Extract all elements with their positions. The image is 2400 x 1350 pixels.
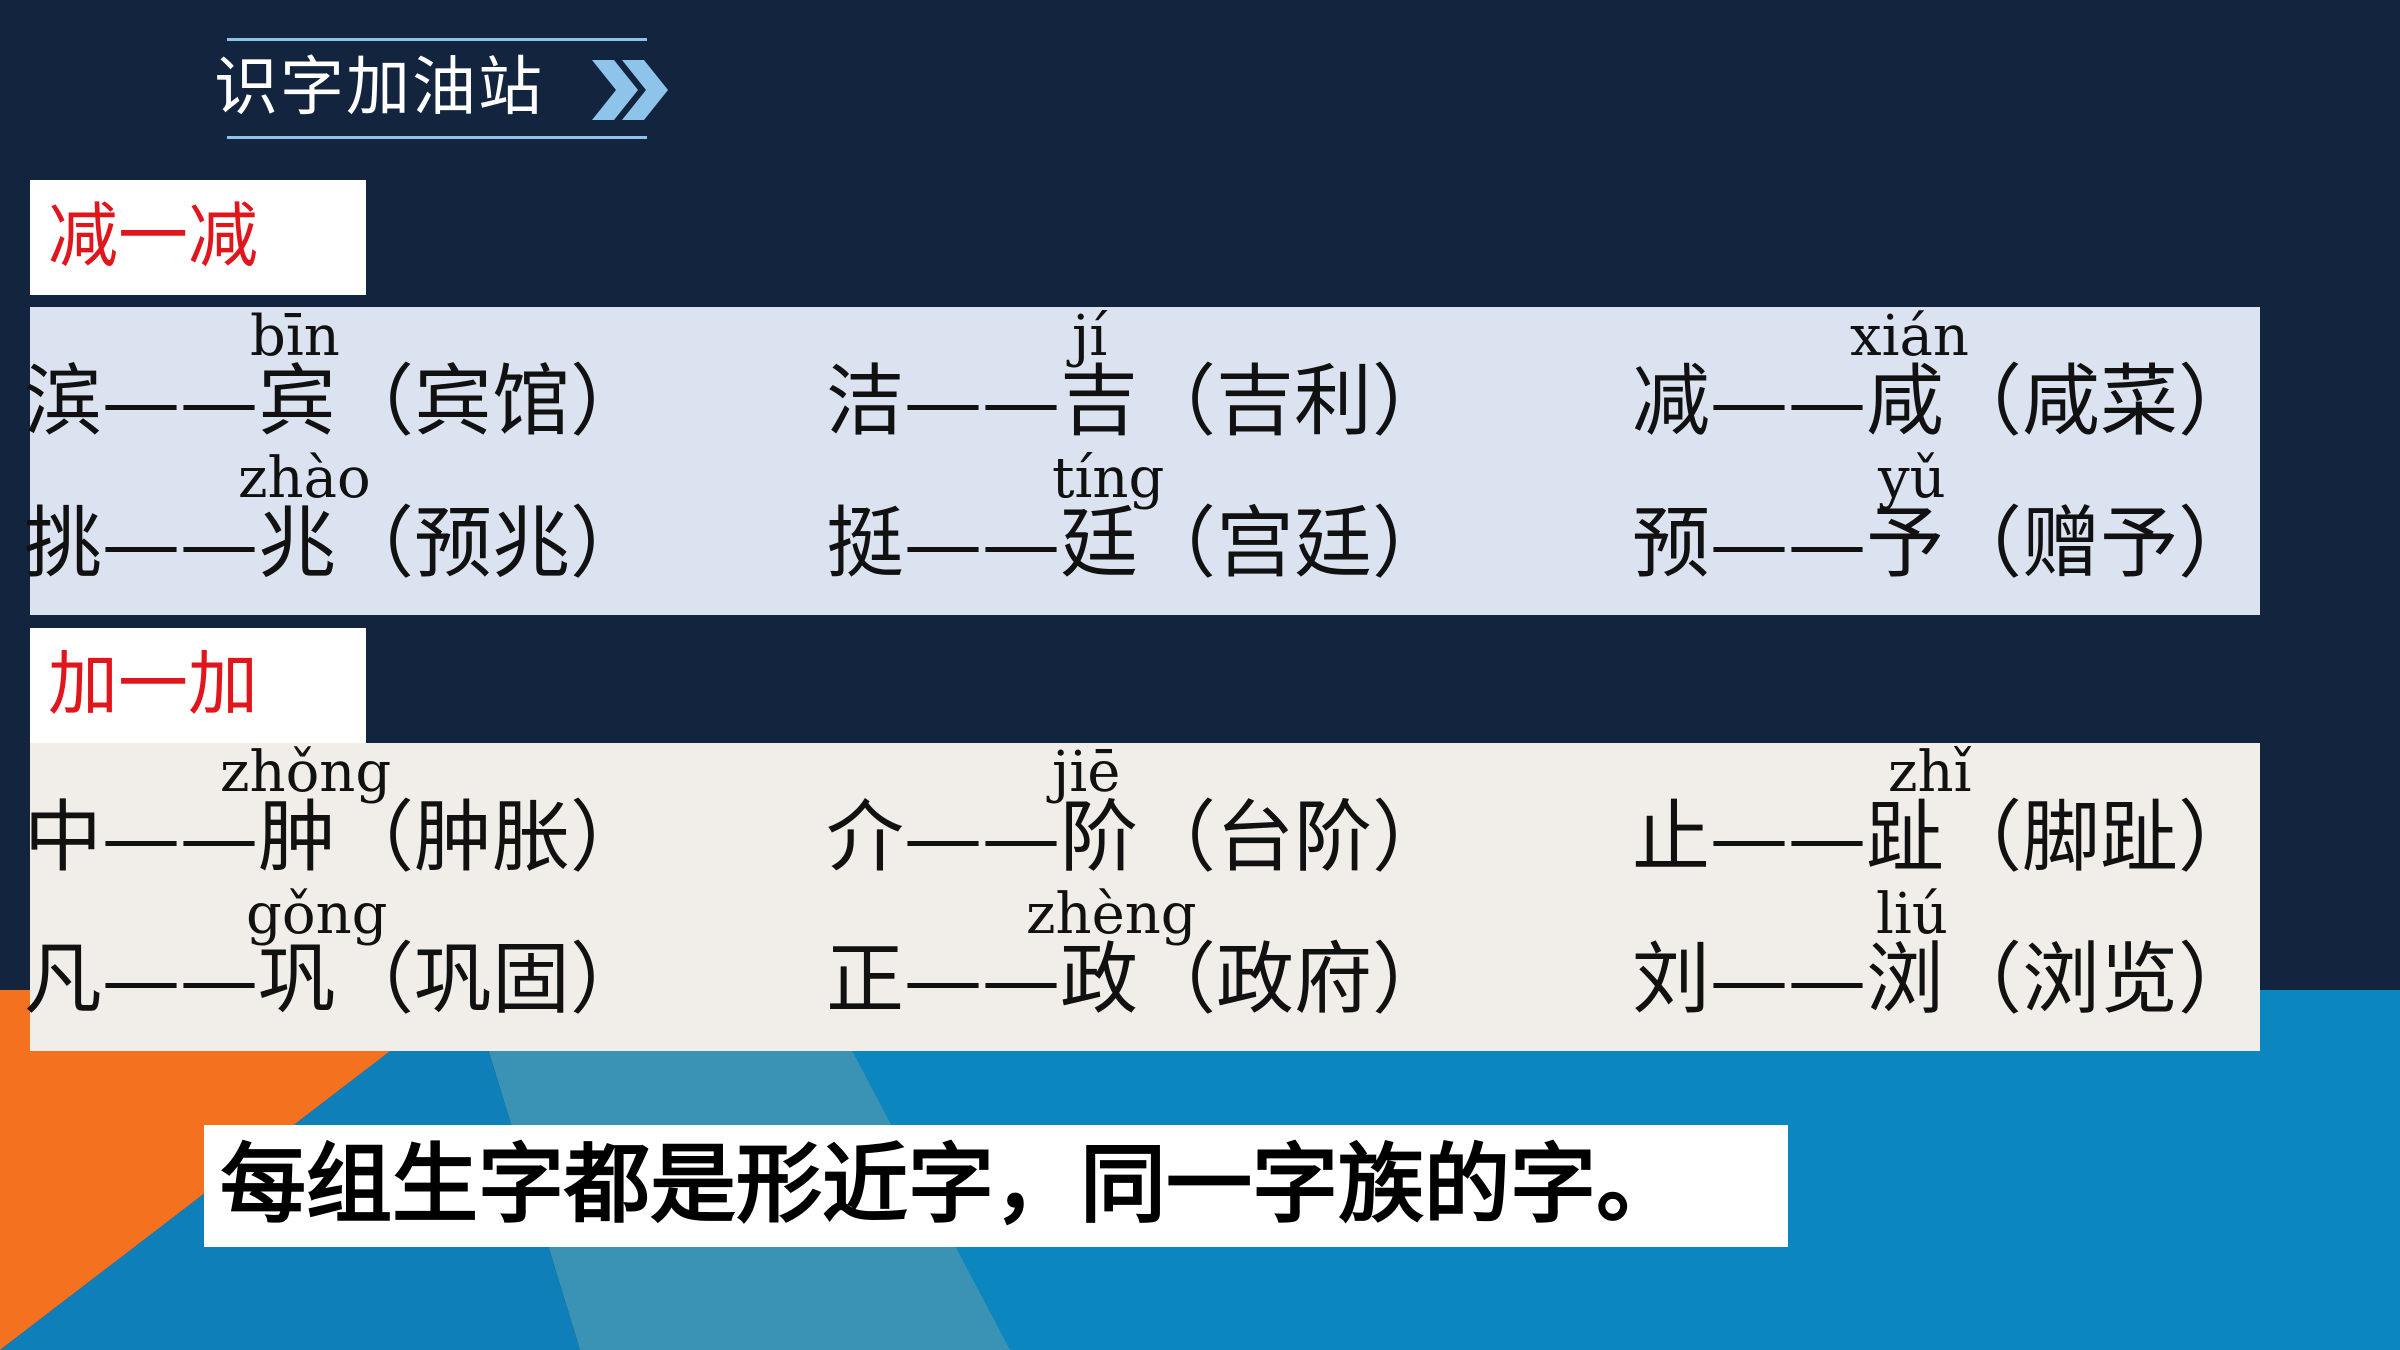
summary-note-box: 每组生字都是形近字，同一字族的字。: [204, 1125, 1788, 1247]
entry-ji: jí 洁——吉（吉利）: [826, 304, 1450, 448]
hanzi-row: 止——趾（脚趾）: [1632, 793, 2257, 883]
pinyin: bīn: [250, 304, 340, 369]
summary-note: 每组生字都是形近字，同一字族的字。: [220, 1135, 1682, 1235]
entry-ting: tíng 挺——廷（宫廷）: [826, 446, 1450, 590]
subtract-label-box: 减一减: [30, 180, 366, 295]
pinyin: gǒng: [246, 882, 388, 947]
pinyin: tíng: [1052, 446, 1165, 511]
subtract-panel: bīn 滨——宾（宾馆） jí 洁——吉（吉利） xián 减——咸（咸菜） z…: [24, 304, 2260, 615]
pinyin: xián: [1850, 304, 1969, 369]
pinyin: zhǐ: [1888, 740, 1972, 805]
header-bottom-line: [227, 136, 647, 139]
header-top-line: [227, 38, 647, 41]
page-title: 识字加油站: [214, 51, 544, 125]
add-panel: zhǒng 中——肿（肿胀） jiē 介——阶（台阶） zhǐ 止——趾（脚趾）…: [24, 740, 2260, 1051]
hanzi-row: 刘——浏（浏览）: [1632, 935, 2257, 1025]
pinyin: zhǒng: [220, 740, 392, 805]
entry-zhong: zhǒng 中——肿（肿胀）: [24, 740, 648, 884]
entry-xian: xián 减——咸（咸菜）: [1632, 304, 2256, 448]
hanzi-row: 挺——廷（宫廷）: [826, 499, 1451, 589]
pinyin: jí: [1072, 304, 1108, 369]
entry-liu: liú 刘——浏（浏览）: [1632, 882, 2256, 1026]
entry-zhi: zhǐ 止——趾（脚趾）: [1632, 740, 2256, 884]
double-chevron-right-icon: [592, 60, 668, 120]
hanzi-row: 滨——宾（宾馆）: [24, 357, 649, 447]
hanzi-row: 预——予（赠予）: [1632, 499, 2257, 589]
pinyin: zhào: [238, 446, 371, 511]
hanzi-row: 中——肿（肿胀）: [24, 793, 649, 883]
pinyin: yǔ: [1878, 446, 1946, 511]
pinyin: jiē: [1052, 740, 1121, 805]
entry-bin: bīn 滨——宾（宾馆）: [24, 304, 648, 448]
add-label-box: 加一加: [30, 628, 366, 743]
entry-yu: yǔ 预——予（赠予）: [1632, 446, 2256, 590]
hanzi-row: 介——阶（台阶）: [826, 793, 1451, 883]
entry-gong: gǒng 凡——巩（巩固）: [24, 882, 648, 1026]
hanzi-row: 洁——吉（吉利）: [826, 357, 1451, 447]
hanzi-row: 减——咸（咸菜）: [1632, 357, 2257, 447]
hanzi-row: 挑——兆（预兆）: [24, 499, 649, 589]
entry-zhao: zhào 挑——兆（预兆）: [24, 446, 648, 590]
entry-zheng: zhèng 正——政（政府）: [826, 882, 1450, 1026]
add-label: 加一加: [48, 643, 258, 725]
hanzi-row: 正——政（政府）: [826, 935, 1451, 1025]
subtract-label: 减一减: [48, 195, 258, 277]
pinyin: liú: [1876, 882, 1948, 947]
hanzi-row: 凡——巩（巩固）: [24, 935, 649, 1025]
pinyin: zhèng: [1026, 882, 1197, 947]
entry-jie: jiē 介——阶（台阶）: [826, 740, 1450, 884]
section-header: 识字加油站: [214, 38, 647, 140]
